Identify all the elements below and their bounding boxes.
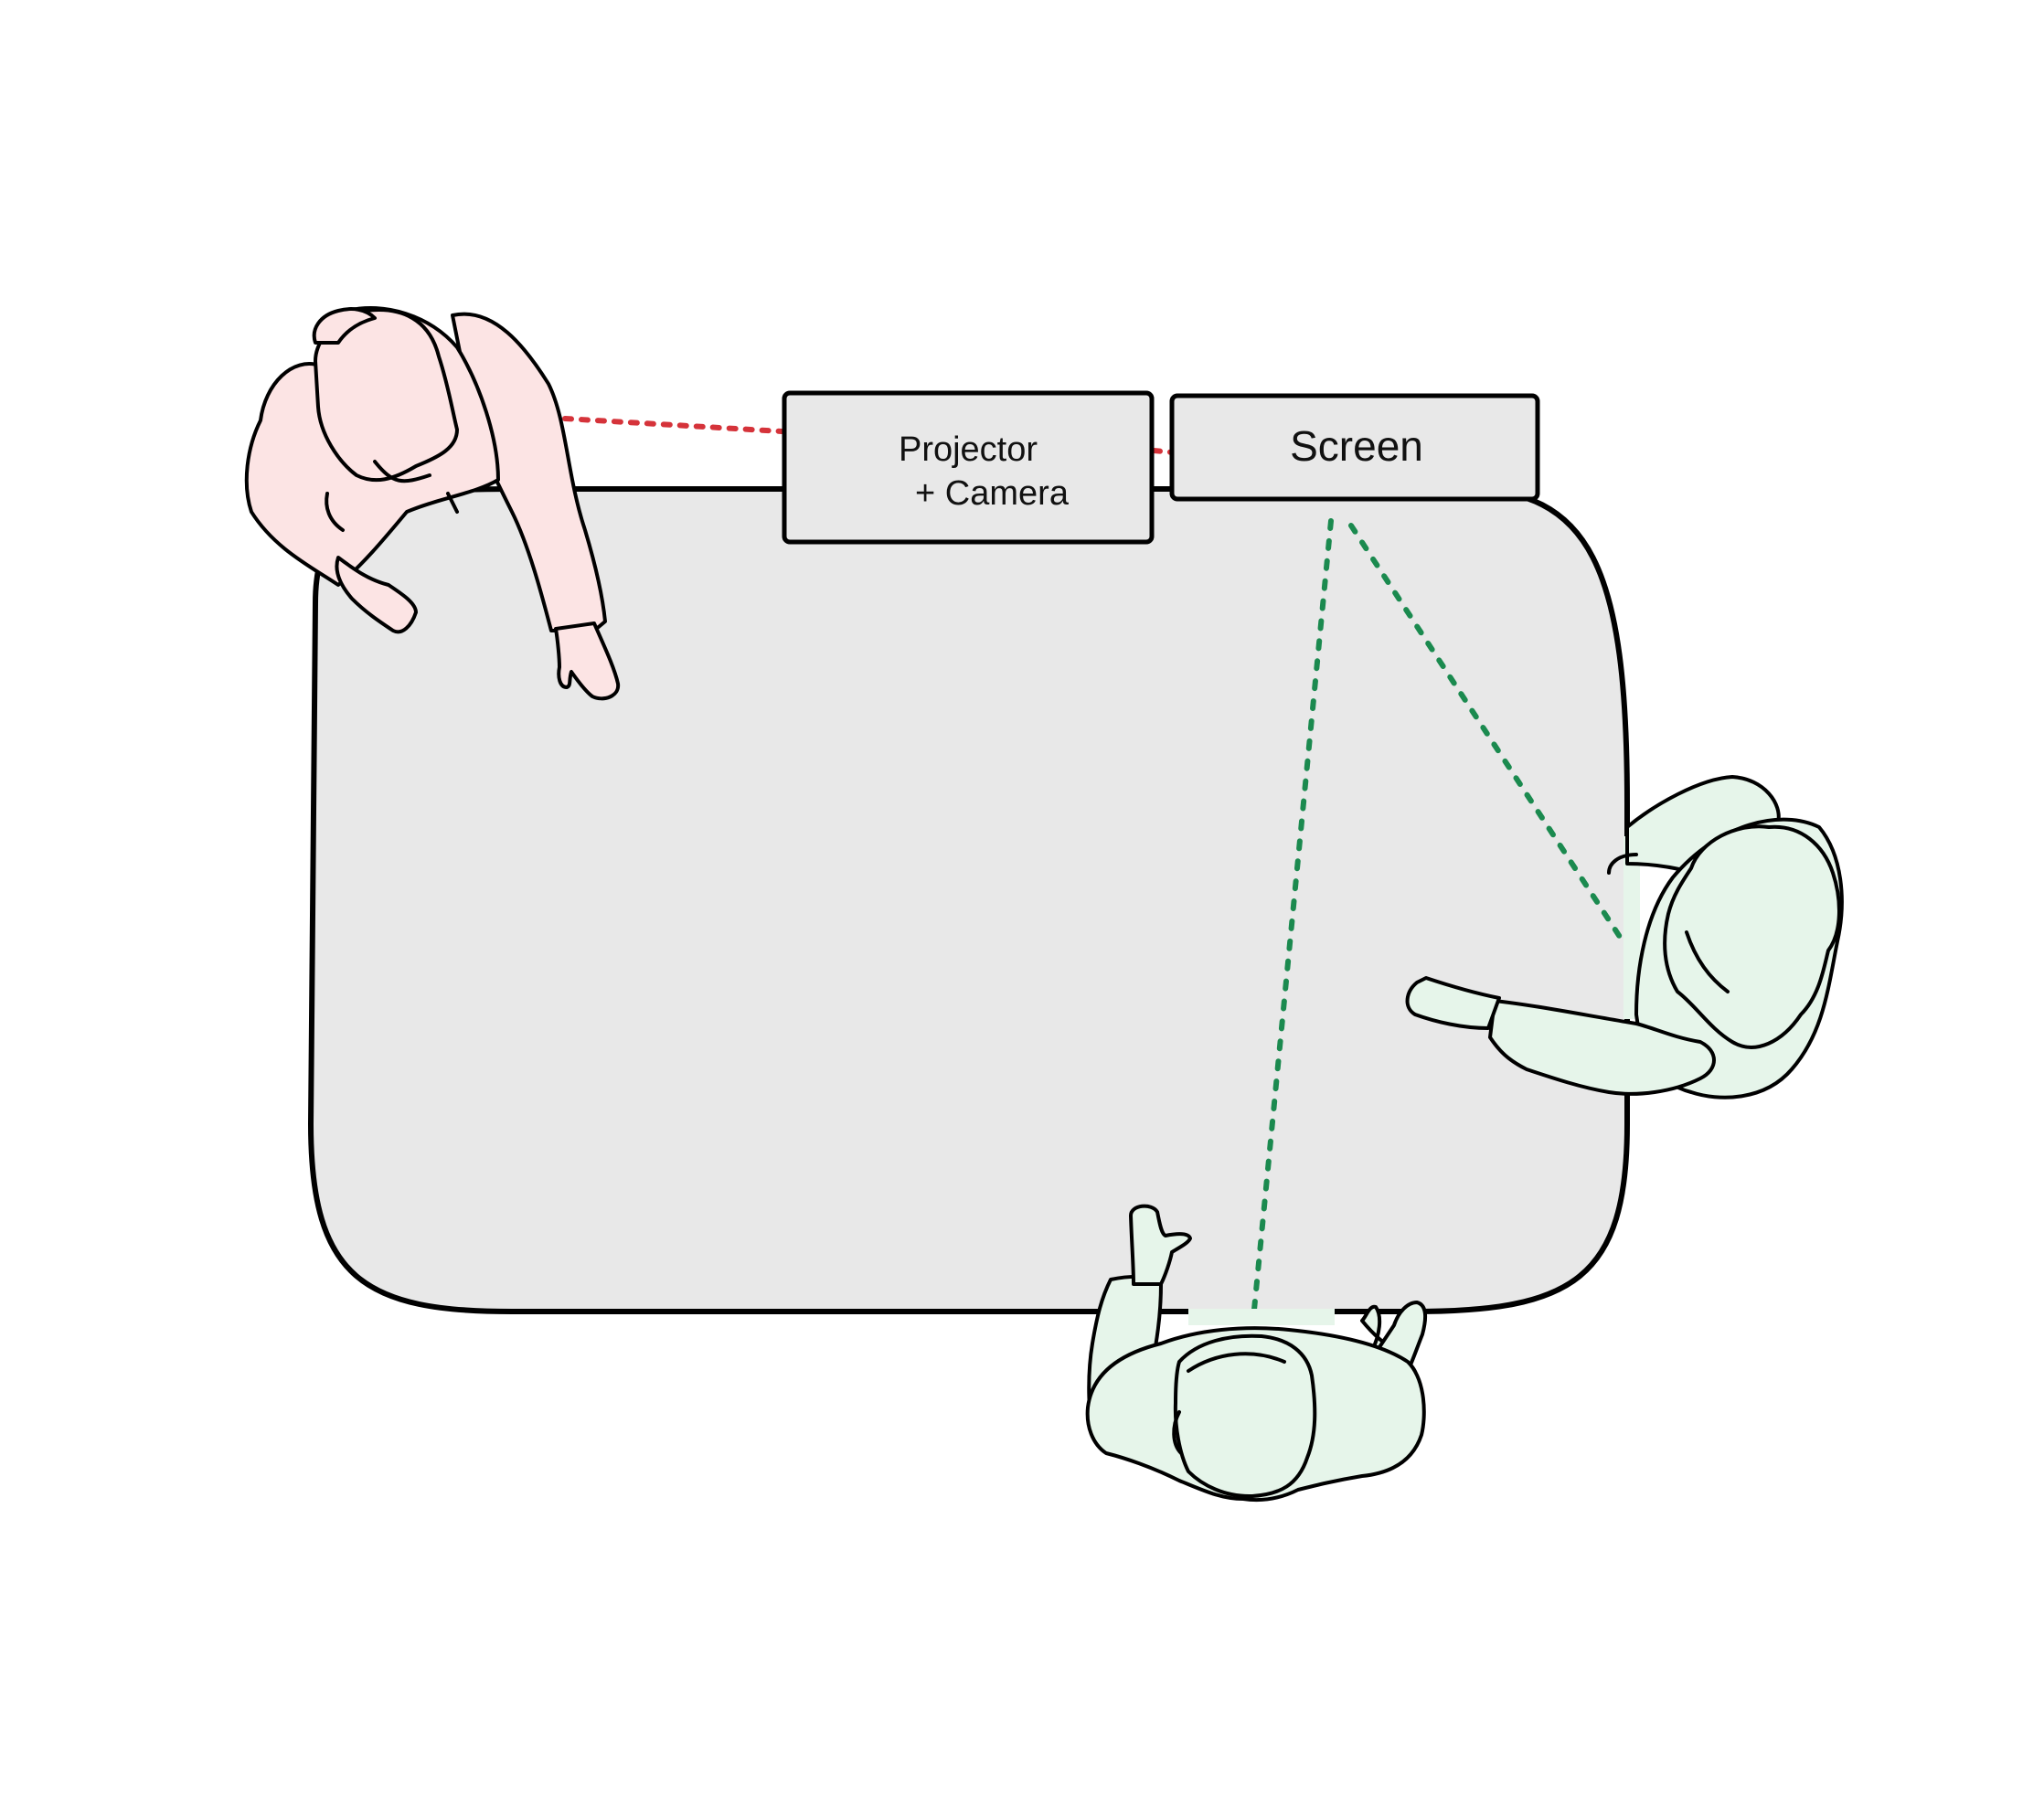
projector-camera-box: Projector + Camera xyxy=(782,390,1155,545)
screen-label: Screen xyxy=(1290,422,1423,470)
projector-label-line1: Projector xyxy=(899,430,1038,469)
screen-box: Screen xyxy=(1169,393,1540,502)
screen-sightline-right-viewer xyxy=(1348,523,1623,940)
bottom-viewer-person-icon xyxy=(1085,1204,1428,1503)
table xyxy=(307,486,1630,1314)
presenter-person-icon xyxy=(244,306,621,701)
projector-sightline xyxy=(562,416,784,434)
projector-label-line2: + Camera xyxy=(915,474,1070,513)
right-viewer-person-icon xyxy=(1405,775,1844,1099)
